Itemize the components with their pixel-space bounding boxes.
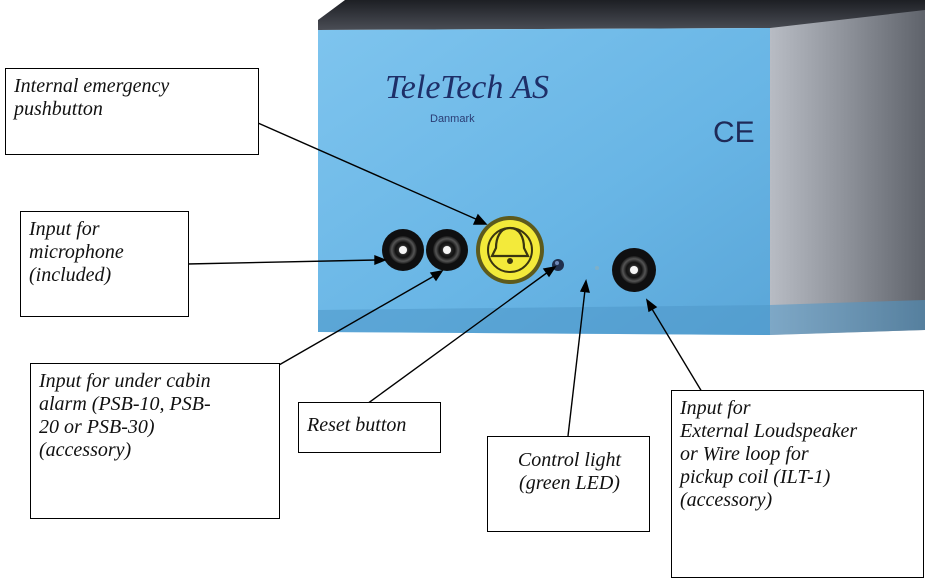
callout-microphone-line2: microphone bbox=[29, 241, 124, 263]
callout-loudspeaker-line5: (accessory) bbox=[680, 489, 773, 511]
bell-icon bbox=[490, 226, 530, 258]
panel-bottom-edge bbox=[318, 300, 925, 335]
callout-under-cabin-line1: Input for under cabin bbox=[39, 370, 211, 392]
callout-loudspeaker-line2: External Loudspeaker bbox=[680, 420, 858, 442]
callout-under-cabin-line2: alarm (PSB-10, PSB- bbox=[39, 393, 211, 415]
callout-loudspeaker-line1: Input for bbox=[680, 397, 751, 419]
callout-emergency-line1: Internal emergency bbox=[14, 75, 170, 97]
callout-control-light-line1: Control light bbox=[517, 449, 622, 471]
arrow-under-cabin bbox=[278, 270, 444, 366]
arrow-reset bbox=[366, 266, 557, 405]
callout-microphone-line1: Input for bbox=[29, 218, 100, 240]
control-led bbox=[595, 266, 599, 270]
callout-under-cabin-line4: (accessory) bbox=[39, 439, 132, 461]
callout-emergency-pushbutton: Internal emergency pushbutton bbox=[5, 68, 259, 155]
callout-emergency-line2: pushbutton bbox=[14, 98, 103, 120]
callout-reset-line1: Reset button bbox=[307, 414, 407, 436]
device-side bbox=[770, 10, 925, 335]
microphone-jack-right bbox=[426, 229, 468, 271]
callout-microphone-line3: (included) bbox=[29, 264, 112, 286]
callout-microphone: Input for microphone (included) bbox=[20, 211, 189, 317]
callout-under-cabin-alarm: Input for under cabin alarm (PSB-10, PSB… bbox=[30, 363, 280, 519]
callout-reset-button: Reset button bbox=[298, 402, 441, 453]
loudspeaker-jack bbox=[612, 248, 656, 292]
microphone-jack-left bbox=[382, 229, 424, 271]
callout-external-loudspeaker: Input for External Loudspeaker or Wire l… bbox=[671, 390, 924, 578]
device-top bbox=[318, 0, 925, 30]
emergency-pushbutton bbox=[476, 216, 544, 284]
callout-control-light: Control light (green LED) bbox=[487, 436, 650, 532]
arrow-emergency bbox=[257, 122, 488, 225]
brand-logo-sub: Danmark bbox=[430, 113, 475, 125]
callout-control-light-line2: (green LED) bbox=[519, 472, 620, 494]
callout-loudspeaker-line3: or Wire loop for bbox=[680, 443, 809, 465]
callout-under-cabin-line3: 20 or PSB-30) bbox=[39, 416, 155, 438]
callout-loudspeaker-line4: pickup coil (ILT-1) bbox=[680, 466, 831, 488]
ce-mark: CE bbox=[713, 116, 755, 149]
arrow-control-light bbox=[567, 279, 590, 437]
brand-logo-name: TeleTech AS bbox=[385, 69, 549, 106]
arrow-loudspeaker bbox=[645, 298, 703, 393]
arrow-microphone bbox=[186, 254, 387, 266]
